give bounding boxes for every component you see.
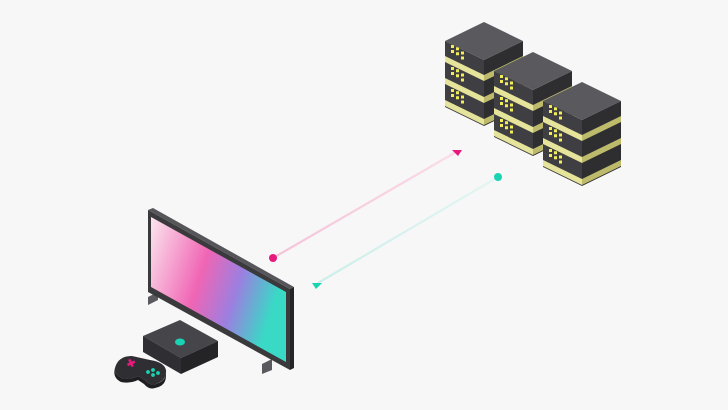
server-led [461,78,464,82]
gamepad-icon [114,356,167,389]
connection-download [312,173,502,289]
tv-frame-side [290,287,294,370]
server-band-left [445,78,484,103]
server-led [505,104,508,108]
server-stack [543,82,621,186]
server-led [559,160,562,164]
tv-screen [151,217,286,362]
server-led [505,126,508,130]
server-band-left [494,108,533,133]
tv-foot-right [262,359,272,374]
server-band-left [494,130,533,155]
server-led [461,73,464,77]
server-led [510,125,513,129]
server-led [554,151,557,155]
console-left [143,336,181,374]
server-led [451,67,454,70]
download-arrowhead-icon [312,283,322,289]
server-led [500,119,503,122]
server-led [554,112,557,116]
controller-dpad-icon [126,358,136,368]
server-led [549,127,552,130]
server-band-left [445,56,484,81]
server-led [559,133,562,137]
download-source-dot [494,173,502,181]
upload-source-dot [269,254,277,262]
server-led [549,154,552,157]
server-led [451,94,454,97]
server-led [456,47,459,51]
server-led [554,107,557,111]
server-led [456,96,459,100]
server-led [456,91,459,95]
server-led [451,89,454,92]
upload-arrowhead-icon [452,150,462,156]
server-led [549,132,552,135]
upload-stream-line [272,151,457,259]
server-led [461,56,464,60]
server-band-left [445,100,484,125]
server-led [549,110,552,113]
server-band-left [494,86,533,111]
server-led [500,102,503,105]
server-led [559,111,562,115]
server-band-left [543,116,582,141]
controller-base [114,365,166,389]
server-top-face [445,22,523,60]
download-stream-line [317,176,499,284]
controller-buttons-icon [146,368,160,377]
console-right [181,341,218,374]
server-led [461,95,464,99]
server-led [505,121,508,125]
server-led [500,124,503,127]
server-led [554,134,557,138]
television-icon [148,208,294,374]
server-band-left [543,160,582,185]
server-led [554,129,557,133]
console-power-light [175,338,185,346]
server-led [510,130,513,134]
server-led [451,45,454,48]
server-top-face [494,52,572,90]
server-band-right [582,116,621,141]
server-led [500,97,503,100]
server-led [505,99,508,103]
game-console-icon [143,320,218,374]
server-rack-icon [445,22,621,186]
controller-body [114,356,167,385]
server-led [505,82,508,86]
server-led [500,80,503,83]
server-led [456,74,459,78]
server-band-left [543,138,582,163]
server-band-right [582,160,621,185]
server-top-face [543,82,621,120]
server-led [510,108,513,112]
server-led [510,86,513,90]
server-led [456,52,459,56]
server-led [549,149,552,152]
server-led [549,105,552,108]
server-led [456,69,459,73]
server-led [500,75,503,78]
server-led [451,50,454,53]
connection-upload [269,150,462,262]
server-band-right [582,138,621,163]
server-led [559,138,562,142]
server-led [510,81,513,85]
server-led [510,103,513,107]
server-led [559,116,562,120]
tv-frame-top [148,208,294,289]
server-led [554,156,557,160]
server-led [505,77,508,81]
server-led [451,72,454,75]
server-led [559,155,562,159]
server-led [461,51,464,55]
server-led [461,100,464,104]
